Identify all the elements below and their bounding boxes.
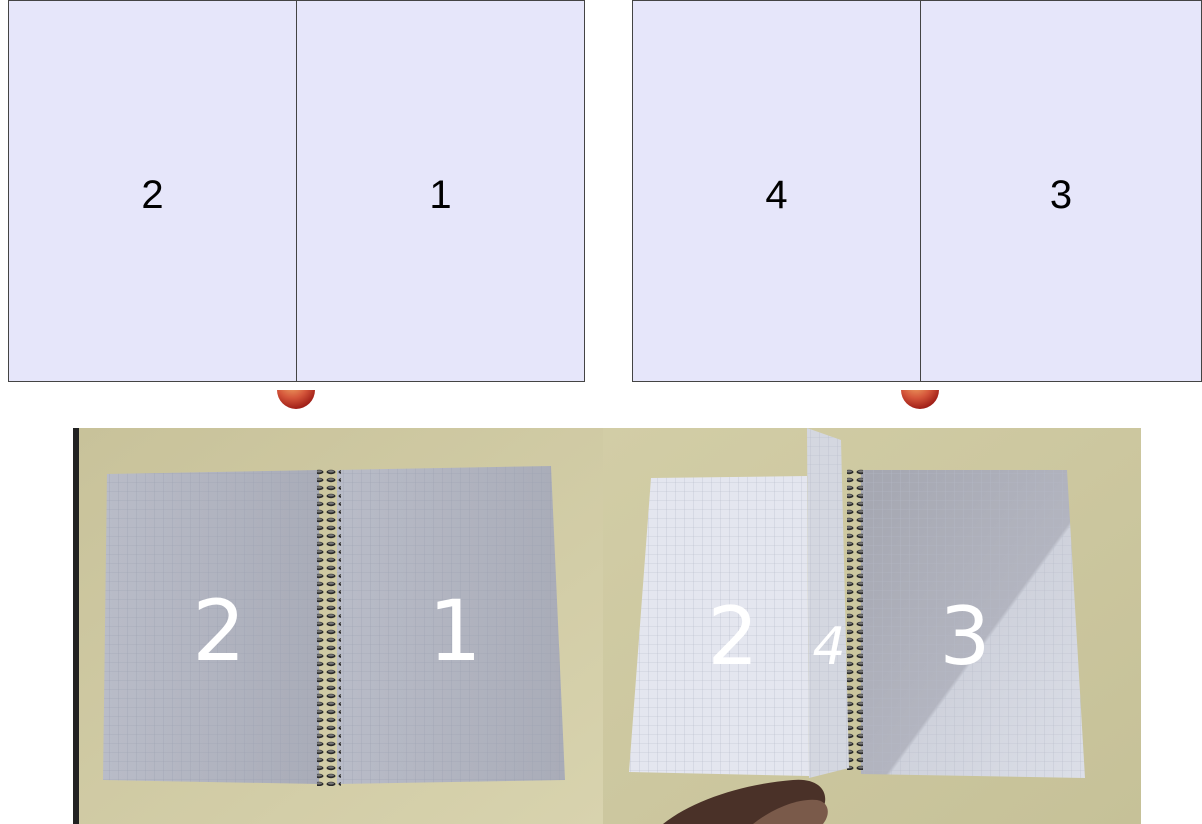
photo-page-number: 1 bbox=[428, 582, 481, 680]
photo-page-number: 2 bbox=[192, 582, 245, 680]
photo-page-number: 3 bbox=[940, 590, 991, 683]
spread-diagram-2: 4 3 bbox=[0, 0, 1202, 410]
photo-page-number: 4 bbox=[812, 617, 845, 677]
page-rect-right: 3 bbox=[920, 0, 1202, 382]
notebook-photo-1-image: 2 1 bbox=[73, 428, 603, 824]
photo-page-number: 2 bbox=[708, 590, 759, 683]
notebook-photo-2: 2 4 3 bbox=[603, 428, 1141, 824]
notebook-photo-2-image: 2 4 3 bbox=[603, 428, 1141, 824]
page-number-label: 3 bbox=[1050, 173, 1072, 218]
page-number-label: 4 bbox=[765, 173, 787, 218]
notebook-photo-1: 2 1 bbox=[73, 428, 603, 824]
page-rect-left: 4 bbox=[632, 0, 921, 382]
